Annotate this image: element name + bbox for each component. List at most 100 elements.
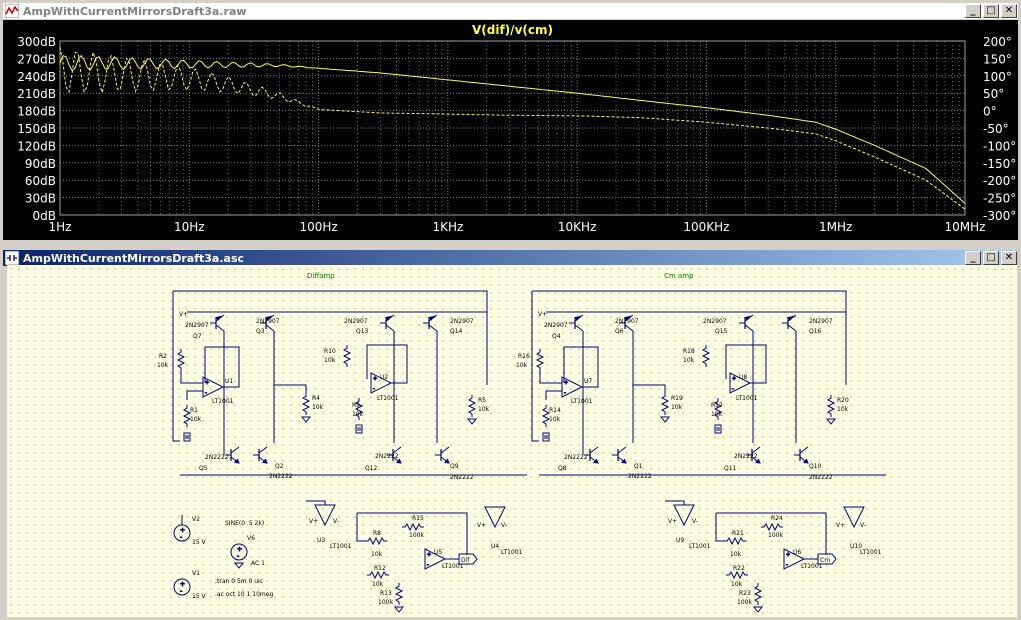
svg-text:V1: V1 — [192, 570, 200, 577]
y-right-tick-label: -250° — [983, 192, 1016, 206]
svg-text:V6: V6 — [247, 535, 255, 542]
y-right-tick-label: 100° — [983, 70, 1012, 84]
output-label: Dif — [461, 557, 470, 564]
waveform-window-title: AmpWithCurrentMirrorsDraft3a.raw — [23, 4, 247, 18]
resistor-r20[interactable] — [827, 394, 835, 418]
voltage-source-v1[interactable] — [173, 578, 191, 596]
minimize-button[interactable]: _ — [965, 251, 981, 265]
resistor-r5[interactable] — [468, 394, 476, 418]
schematic-app-icon — [5, 251, 19, 265]
y-left-tick-label: 150dB — [17, 122, 56, 136]
y-right-tick-label: 50° — [983, 87, 1004, 101]
svg-text:V-: V- — [860, 522, 866, 529]
schematic-drawing[interactable]: + - + - — [7, 265, 1017, 617]
voltage-source-v6[interactable] — [230, 543, 248, 561]
svg-text:100k: 100k — [737, 599, 752, 606]
resistor-r4[interactable] — [302, 392, 310, 416]
tran-directive[interactable]: ;tran 0 5m 0 uic — [215, 578, 263, 585]
schematic-titlebar[interactable]: AmpWithCurrentMirrorsDraft3a.asc _ □ ✕ — [3, 250, 1018, 266]
resistor-r15[interactable] — [401, 523, 425, 531]
opamp-u1[interactable] — [202, 376, 224, 398]
diffamp-subcircuit[interactable]: Diffamp V+ 2N2907 Q7 2N2907 Q3 2N2907 Q1… — [157, 272, 527, 613]
y-left-tick-label: 0dB — [33, 209, 56, 223]
svg-text:2N2222: 2N2222 — [734, 453, 758, 460]
svg-text:2N2907: 2N2907 — [615, 318, 639, 325]
svg-text:10k: 10k — [837, 406, 849, 413]
waveform-titlebar[interactable]: AmpWithCurrentMirrorsDraft3a.raw _ □ ✕ — [3, 3, 1018, 19]
transistor-q7[interactable] — [209, 314, 225, 332]
svg-text:V+: V+ — [477, 522, 486, 529]
part-ref: Q14 — [450, 328, 463, 335]
resistor-r8[interactable] — [364, 537, 388, 545]
transistor-q10[interactable] — [793, 446, 809, 464]
transistor-q1[interactable] — [611, 446, 627, 464]
close-button[interactable]: ✕ — [1001, 251, 1017, 265]
y-left-tick-label: 30dB — [25, 192, 56, 206]
resistor-r23[interactable] — [754, 582, 762, 606]
svg-text:LT1001: LT1001 — [571, 398, 593, 405]
svg-text:R2: R2 — [159, 353, 167, 360]
svg-text:2N2222: 2N2222 — [375, 453, 399, 460]
x-tick-label: 100KHz — [683, 220, 729, 234]
resistor-r10[interactable] — [343, 344, 351, 368]
transistor-q16[interactable] — [781, 314, 797, 332]
svg-text:10k: 10k — [549, 416, 561, 423]
svg-text:U4: U4 — [491, 543, 499, 550]
transistor-q15[interactable] — [738, 314, 754, 332]
svg-text:Q1: Q1 — [634, 463, 643, 470]
svg-text:LT1001: LT1001 — [860, 549, 882, 556]
maximize-button[interactable]: □ — [983, 251, 999, 265]
svg-text:2N2222: 2N2222 — [269, 473, 293, 480]
trace-title: V(dif)/v(cm) — [472, 23, 553, 37]
resistor-r16[interactable] — [536, 348, 544, 372]
svg-text:R9: R9 — [352, 402, 360, 409]
svg-text:R20: R20 — [837, 397, 849, 404]
transistor-q14[interactable] — [422, 314, 438, 332]
resistor-r13[interactable] — [395, 582, 403, 606]
svg-text:2N2907: 2N2907 — [703, 318, 727, 325]
resistor-r12[interactable] — [366, 571, 390, 579]
svg-text:U7: U7 — [584, 378, 592, 385]
svg-text:Q12: Q12 — [365, 465, 378, 472]
resistor-r22[interactable] — [725, 571, 749, 579]
svg-text:R18: R18 — [683, 348, 695, 355]
minimize-button[interactable]: _ — [965, 4, 981, 18]
svg-text:LT1001: LT1001 — [736, 395, 758, 402]
svg-text:LT1001: LT1001 — [212, 398, 234, 405]
svg-text:U8: U8 — [739, 374, 747, 381]
schematic-window-title: AmpWithCurrentMirrorsDraft3a.asc — [23, 251, 245, 265]
y-right-tick-label: -150° — [983, 157, 1016, 171]
transistor-q9[interactable] — [434, 446, 450, 464]
voltage-source-v2[interactable] — [173, 524, 191, 542]
resistor-r18[interactable] — [702, 344, 710, 368]
resistor-r24[interactable] — [760, 523, 784, 531]
ac-directive[interactable]: .ac oct 10 1 10meg — [215, 591, 273, 598]
svg-text:Q2: Q2 — [275, 463, 284, 470]
svg-text:SINE(0 .5 2k): SINE(0 .5 2k) — [225, 520, 264, 527]
resistor-r19[interactable] — [661, 392, 669, 416]
opamp-u7[interactable] — [561, 376, 583, 398]
maximize-button[interactable]: □ — [983, 4, 999, 18]
y-left-tick-label: 120dB — [17, 139, 56, 153]
svg-text:U2: U2 — [380, 374, 388, 381]
transistor-q2[interactable] — [252, 446, 268, 464]
resistor-r21[interactable] — [723, 537, 747, 545]
svg-text:R23: R23 — [739, 590, 751, 597]
cmamp-subcircuit[interactable]: Cm amp V+ 2N2907 Q4 2N2907 Q6 2N2907 Q15… — [516, 272, 886, 613]
schematic-canvas[interactable]: + - + - — [7, 265, 1017, 617]
part-ref: Q13 — [356, 328, 369, 335]
transistor-q13[interactable] — [379, 314, 395, 332]
svg-text:U3: U3 — [317, 537, 325, 544]
plot-frame — [59, 40, 966, 216]
svg-text:2N2222: 2N2222 — [809, 474, 833, 481]
svg-text:10k: 10k — [371, 551, 383, 558]
close-button[interactable]: ✕ — [1001, 4, 1017, 18]
svg-text:Q10: Q10 — [809, 463, 822, 470]
resistor-r2[interactable] — [177, 348, 185, 372]
y-right-tick-label: -50° — [983, 122, 1009, 136]
transistor-q4[interactable] — [568, 314, 584, 332]
svg-text:R5: R5 — [478, 397, 486, 404]
svg-text:Q11: Q11 — [724, 465, 737, 472]
